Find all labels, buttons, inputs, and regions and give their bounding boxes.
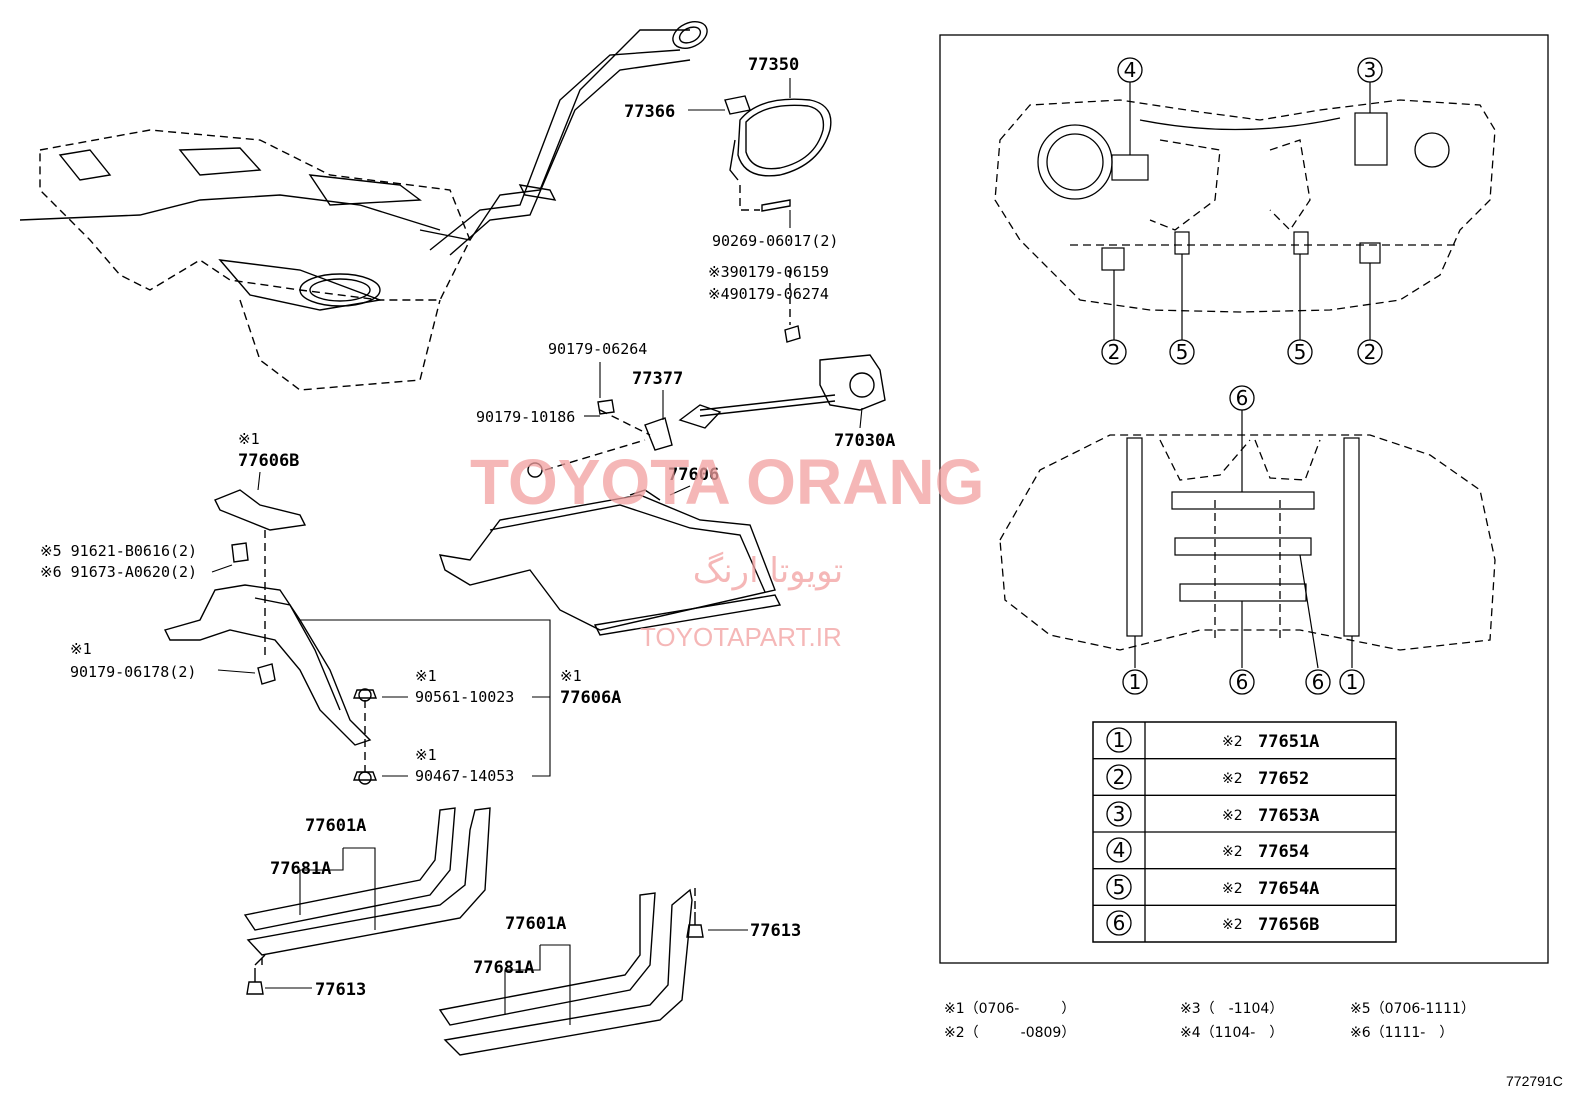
- leader-lines: [211, 78, 863, 1025]
- callouts-top: 4 3: [1117, 57, 1383, 83]
- legend-part: 77652: [1258, 769, 1309, 789]
- part-90179-06178: 90179-06178(2): [70, 663, 196, 681]
- legend-row: 1 ※2 77651A: [1106, 727, 1319, 753]
- strap-drawing: [243, 807, 696, 1056]
- callout-1-left: 1: [1129, 670, 1142, 694]
- fuel-tank-drawing: [19, 21, 708, 391]
- part-77377: 77377: [632, 369, 683, 389]
- legend-part: 77654A: [1258, 879, 1319, 899]
- part-77606A: 77606A: [560, 688, 621, 708]
- legend-mark: ※2: [1222, 808, 1243, 824]
- label-markers-top: [1101, 82, 1388, 340]
- tank-bottom-view: [999, 434, 1496, 651]
- legend-row: 3 ※2 77653A: [1106, 801, 1319, 827]
- part-91621: ※5 91621-B0616(2): [40, 542, 197, 560]
- callout-1-right: 1: [1346, 670, 1359, 694]
- callout-4: 4: [1124, 58, 1137, 82]
- part-90179-06178-note: ※1: [70, 640, 92, 658]
- callout-2-left: 2: [1108, 340, 1121, 364]
- part-90179-06264: 90179-06264: [548, 340, 647, 358]
- bolt-icon: [246, 968, 264, 995]
- callout-six-top: 6: [1229, 385, 1255, 411]
- footnote-5: ※5（0706-1111）: [1350, 1001, 1475, 1017]
- part-90179-06159: ※390179-06159: [708, 263, 829, 281]
- bolt-icon: [686, 912, 704, 938]
- legend-num: 6: [1113, 911, 1126, 935]
- part-90561-note: ※1: [415, 667, 437, 685]
- footnote-3: ※3（ -1104）: [1180, 1001, 1283, 1017]
- diagram-reference-code: 772791C: [1506, 1073, 1563, 1089]
- part-90467-note: ※1: [415, 746, 437, 764]
- legend-mark: ※2: [1222, 734, 1243, 750]
- callouts-mid: 2 5 5 2: [1101, 339, 1383, 365]
- legend-mark: ※2: [1222, 917, 1243, 933]
- part-77681A-upper: 77681A: [270, 859, 331, 879]
- bolt-icons: [246, 689, 704, 995]
- footnote-4: ※4（1104- ）: [1180, 1025, 1283, 1041]
- part-90467: 90467-14053: [415, 767, 514, 785]
- label-detail-panel: [939, 34, 1549, 964]
- part-77613-right: 77613: [750, 921, 801, 941]
- legend-num: 2: [1113, 765, 1126, 789]
- legend-mark: ※2: [1222, 844, 1243, 860]
- part-77601A-upper: 77601A: [305, 816, 366, 836]
- part-labels: 77350 77366 90269-06017(2) ※390179-06159…: [40, 55, 895, 1000]
- legend-row: 5 ※2 77654A: [1106, 874, 1319, 900]
- legend-num: 4: [1113, 838, 1126, 862]
- part-90269: 90269-06017(2): [712, 232, 838, 250]
- fuel-lid-drawing: [527, 95, 886, 478]
- part-77606: 77606: [668, 465, 719, 485]
- legend-part: 77654: [1258, 842, 1309, 862]
- part-77681A-lower: 77681A: [473, 958, 534, 978]
- part-90179-06274: ※490179-06274: [708, 285, 829, 303]
- part-77350: 77350: [748, 55, 799, 75]
- watermark: TOYOTA ORANG تویوتا ارنگ TOYOTAPART.IR: [470, 446, 984, 652]
- footnote-6: ※6（1111- ）: [1350, 1025, 1453, 1041]
- part-91673: ※6 91673-A0620(2): [40, 563, 197, 581]
- callout-6-right: 6: [1312, 670, 1325, 694]
- nut-icon: [352, 689, 378, 699]
- footnote-2: ※2（ -0809）: [944, 1025, 1075, 1041]
- legend-num: 1: [1113, 728, 1126, 752]
- legend-mark: ※2: [1222, 771, 1243, 787]
- footnote-1: ※1（0706- ）: [944, 1001, 1075, 1017]
- part-77606B: 77606B: [238, 451, 299, 471]
- footnotes: ※1（0706- ） ※2（ -0809） ※3（ -1104） ※4（1104…: [944, 1001, 1475, 1041]
- nut-icon: [352, 771, 378, 781]
- legend-part: 77656B: [1258, 915, 1319, 935]
- part-77366: 77366: [624, 102, 675, 122]
- bracket-drawing: [163, 489, 372, 785]
- callout-6-left: 6: [1236, 670, 1249, 694]
- legend-num: 3: [1113, 802, 1126, 826]
- callout-5-left: 5: [1176, 340, 1189, 364]
- part-77030A: 77030A: [834, 431, 895, 451]
- tank-top-view: [994, 99, 1496, 313]
- watermark-brand: TOYOTA ORANG: [470, 446, 984, 518]
- callouts-bottom: 1 6 6 1: [1122, 669, 1365, 695]
- part-77606B-note: ※1: [238, 430, 260, 448]
- legend-row: 2 ※2 77652: [1106, 764, 1309, 790]
- watermark-persian: تویوتا ارنگ: [693, 551, 843, 591]
- part-90561: 90561-10023: [415, 688, 514, 706]
- callout-2-right: 2: [1364, 340, 1377, 364]
- watermark-url: TOYOTAPART.IR: [640, 622, 842, 652]
- protector-77606-drawing: [438, 489, 782, 636]
- legend-row: 4 ※2 77654: [1106, 837, 1309, 863]
- legend-mark: ※2: [1222, 881, 1243, 897]
- label-legend-table: 1 ※2 77651A 2 ※2 77652 3 ※2 77653A 4 ※2 …: [1092, 721, 1397, 943]
- part-77613-left: 77613: [315, 980, 366, 1000]
- legend-part: 77651A: [1258, 732, 1319, 752]
- part-77606A-note: ※1: [560, 667, 582, 685]
- part-90179-10186: 90179-10186: [476, 408, 575, 426]
- legend-num: 5: [1113, 875, 1126, 899]
- part-77601A-lower: 77601A: [505, 914, 566, 934]
- callout-5-right: 5: [1294, 340, 1307, 364]
- callout-3: 3: [1364, 58, 1377, 82]
- legend-part: 77653A: [1258, 806, 1319, 826]
- label-markers-bottom: [1126, 410, 1360, 669]
- legend-row: 6 ※2 77656B: [1106, 910, 1319, 936]
- callout-6-top: 6: [1236, 386, 1249, 410]
